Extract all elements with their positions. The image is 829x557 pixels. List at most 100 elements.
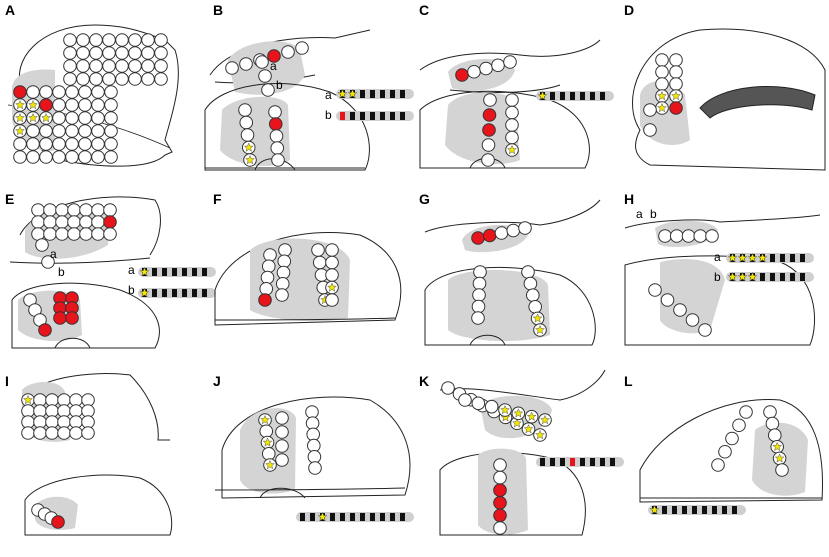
- electrode: [325, 293, 339, 307]
- depth-contact: [712, 506, 717, 514]
- depth-contact: [590, 92, 595, 100]
- electrode: [104, 137, 118, 151]
- electrode: [52, 137, 66, 151]
- depth-contact: [560, 92, 565, 100]
- electrode: [91, 137, 105, 151]
- electrode: [278, 243, 292, 257]
- electrode: [669, 53, 683, 67]
- electrode: [89, 72, 103, 86]
- electrode: [739, 405, 753, 419]
- panel-label: F: [213, 191, 222, 207]
- electrode: [269, 129, 284, 143]
- electrode: [81, 426, 95, 440]
- electrode: [493, 470, 507, 485]
- panel-b: [204, 29, 414, 171]
- depth-contact: [152, 289, 157, 297]
- electrode: [65, 85, 79, 99]
- electrode: [471, 311, 485, 325]
- panel-label: C: [419, 2, 430, 18]
- corpus-callosum: [699, 86, 816, 119]
- electrode: [78, 85, 92, 99]
- electrode: [43, 215, 57, 229]
- depth-contact: [580, 458, 585, 466]
- electrode: [76, 72, 90, 86]
- electrode: [471, 299, 486, 314]
- electrode: [154, 59, 168, 73]
- depth-contact: [370, 513, 375, 521]
- electrode: [78, 98, 92, 112]
- strip-label: a: [325, 88, 332, 102]
- seizure-onset-electrode: [482, 108, 497, 122]
- electrode: [458, 393, 472, 407]
- electrode: [76, 33, 90, 47]
- seizure-onset-electrode: [493, 483, 507, 498]
- electrode: [55, 227, 69, 241]
- depth-contact: [790, 273, 795, 281]
- electrode: [467, 64, 481, 79]
- electrode: [104, 124, 118, 138]
- electrode: [481, 138, 496, 152]
- depth-contact: [590, 458, 595, 466]
- electrode: [225, 61, 239, 75]
- seizure-onset-electrode: [455, 68, 469, 82]
- electrode: [643, 123, 657, 137]
- electrode: [732, 418, 746, 433]
- electrode: [259, 424, 274, 439]
- seizure-onset-electrode: [669, 101, 683, 115]
- depth-contact: [300, 513, 305, 521]
- electrode: [45, 426, 59, 440]
- depth-contact: [760, 273, 765, 281]
- electrode: [31, 203, 45, 217]
- electrode: [63, 59, 77, 73]
- resection-area: [448, 270, 550, 342]
- depth-contact: [340, 513, 345, 521]
- electrode: [275, 288, 289, 302]
- seizure-onset-electrode: [471, 231, 485, 245]
- depth-contact: [550, 458, 555, 466]
- depth-contact: [172, 268, 177, 276]
- depth-contact: [202, 268, 207, 276]
- panel-label: B: [213, 2, 224, 18]
- depth-contact: [172, 289, 177, 297]
- seizure-onset-electrode: [267, 49, 281, 63]
- depth-contact: [162, 268, 167, 276]
- electrode-label: b: [276, 78, 283, 92]
- panel-g: [424, 199, 601, 346]
- electrode: [281, 45, 295, 59]
- electrode: [65, 150, 79, 164]
- electrode: [67, 215, 81, 229]
- electrode: [505, 118, 519, 132]
- depth-contact: [350, 112, 355, 120]
- panel-k: [439, 369, 624, 536]
- electrode: [658, 229, 672, 243]
- electrode: [63, 33, 77, 47]
- electrode: [65, 98, 79, 112]
- depth-contact: [600, 92, 605, 100]
- depth-contact: [800, 273, 805, 281]
- electrode: [643, 103, 657, 117]
- electrode: [43, 203, 57, 217]
- depth-contact: [192, 289, 197, 297]
- electrode-label: a: [636, 207, 643, 221]
- depth-contact: [370, 112, 375, 120]
- electrode: [13, 137, 27, 151]
- depth-contact: [350, 513, 355, 521]
- electrode: [67, 203, 81, 217]
- electrode: [55, 203, 69, 217]
- electrode: [91, 111, 105, 125]
- electrode: [43, 227, 57, 241]
- panel-label: E: [5, 191, 15, 207]
- electrode-label: b: [650, 207, 657, 221]
- electrode: [270, 141, 285, 155]
- electrode: [255, 55, 269, 69]
- electrode: [55, 215, 69, 229]
- electrode: [91, 227, 105, 241]
- electrode: [693, 229, 708, 243]
- seizure-onset-electrode: [268, 117, 283, 131]
- depth-contact: [770, 273, 775, 281]
- depth-contact: [340, 112, 345, 120]
- electrode: [52, 85, 66, 99]
- electrode: [141, 72, 155, 86]
- depth-contact: [662, 506, 667, 514]
- panel-d: [632, 28, 826, 171]
